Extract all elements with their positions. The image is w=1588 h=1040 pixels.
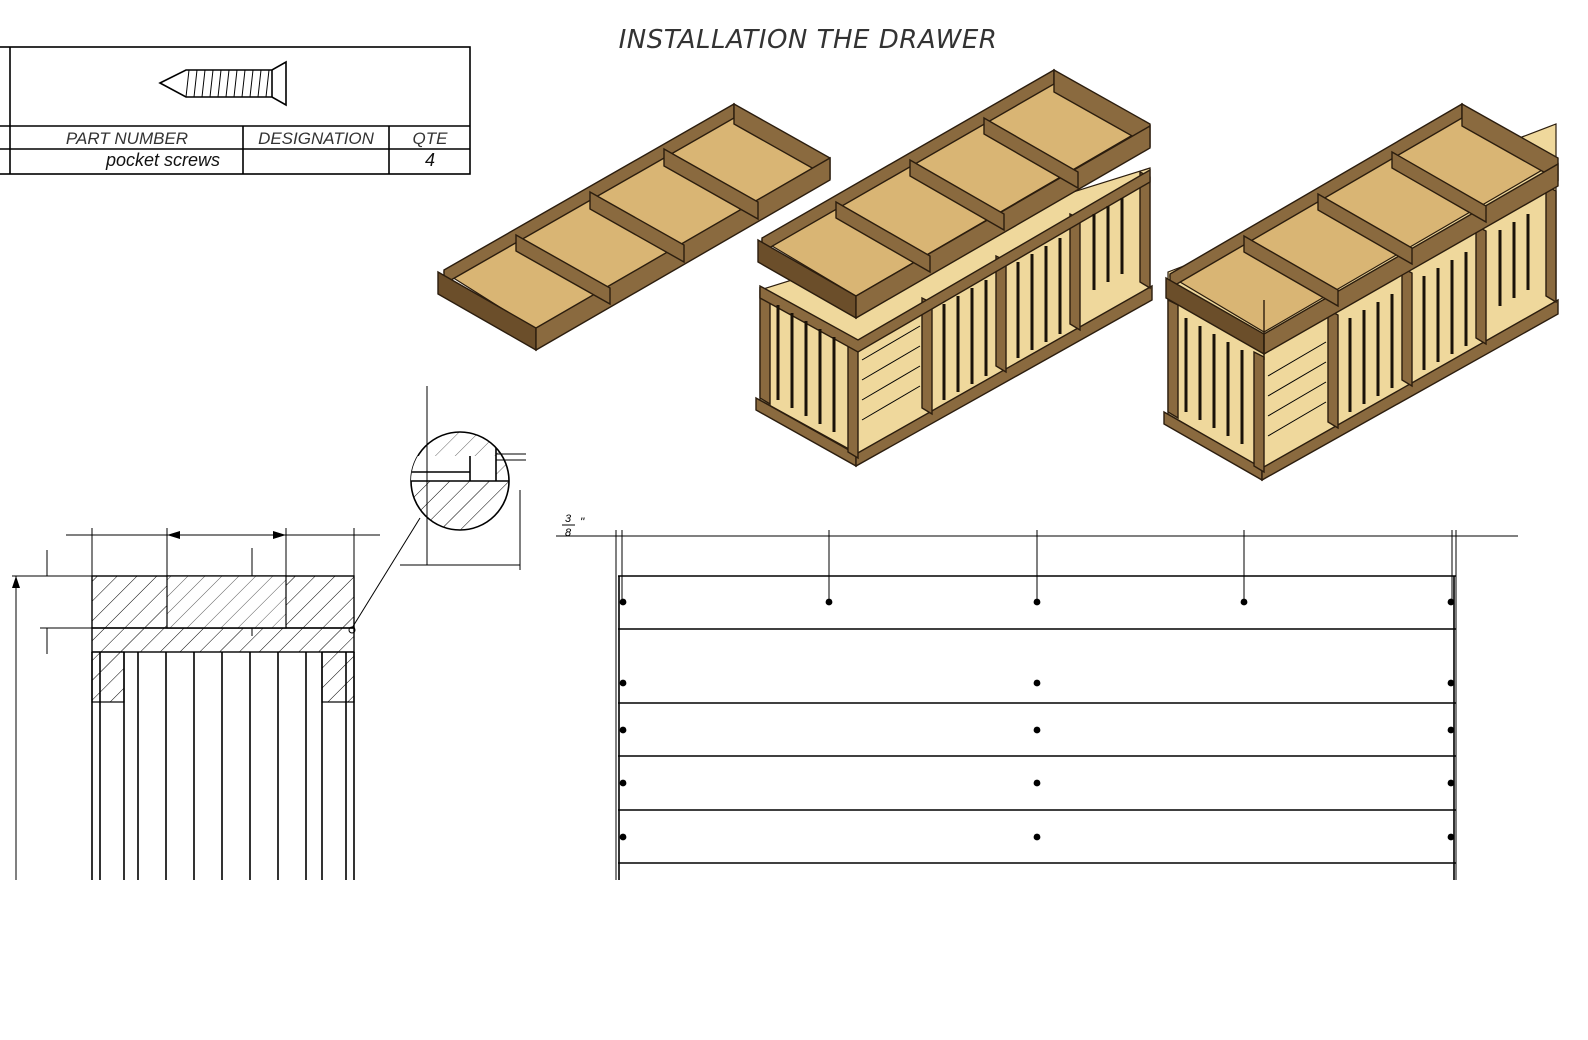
- svg-text:": ": [580, 515, 585, 529]
- section-view: [12, 517, 421, 880]
- cell-qty: 4: [425, 150, 435, 170]
- section-slats: [91, 652, 355, 880]
- front-elevation-view: 3 8 ": [556, 513, 1518, 880]
- page-title: INSTALLATION THE DRAWER: [619, 25, 998, 55]
- header-qty: QTE: [413, 129, 449, 148]
- cabinet-exploded-view: [755, 68, 1153, 468]
- cabinet-bars: [776, 198, 1124, 432]
- cabinet-assembled-view: [1163, 102, 1559, 482]
- dimension-fraction: 3 8 ": [562, 513, 585, 539]
- header-part-number: PART NUMBER: [66, 129, 188, 148]
- drawer-tray-view: [437, 102, 831, 352]
- svg-text:8: 8: [565, 527, 572, 539]
- screw-icon: [158, 60, 287, 107]
- cell-part-number: pocket screws: [105, 150, 220, 170]
- header-designation: DESIGNATION: [258, 129, 375, 148]
- screw-points: [619, 598, 1455, 841]
- cabinet-assembled-bars: [1184, 214, 1530, 444]
- svg-text:3: 3: [565, 513, 572, 525]
- detail-circle-icon: [400, 386, 526, 570]
- parts-table: PART NUMBER DESIGNATION QTE pocket screw…: [0, 46, 471, 175]
